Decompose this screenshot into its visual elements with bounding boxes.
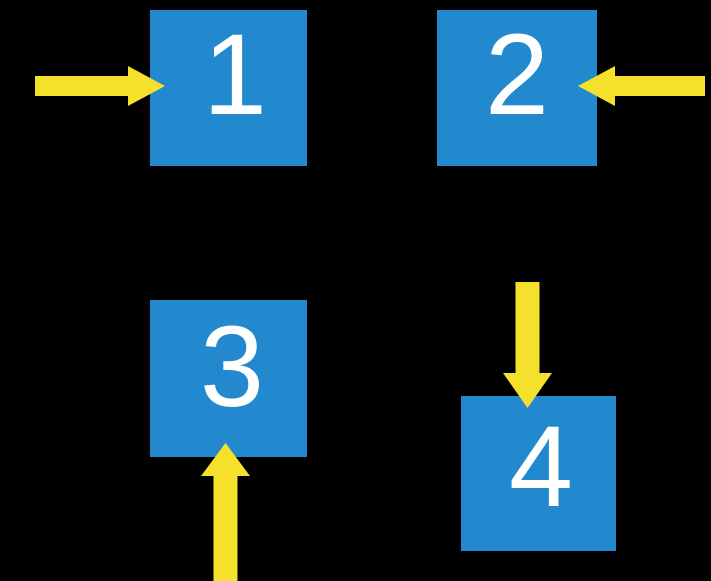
diagram-node-4-label: 4 (509, 403, 573, 531)
diagram-node-4[interactable]: 4 (461, 396, 616, 551)
diagram-node-1[interactable]: 1 (150, 10, 307, 166)
diagram-node-2[interactable]: 2 (437, 10, 597, 166)
arrow-left-icon (578, 66, 705, 106)
arrow-down-into-node-4 (503, 282, 552, 408)
diagram-node-1-label: 1 (203, 11, 267, 139)
arrow-right-into-node-1 (35, 66, 165, 106)
diagram-node-3-label: 3 (200, 303, 264, 431)
diagram-node-2-label: 2 (485, 11, 549, 139)
arrow-up-into-node-3 (201, 443, 250, 581)
arrow-right-icon (35, 66, 165, 106)
arrow-up-icon (201, 443, 250, 581)
diagram-node-3[interactable]: 3 (150, 300, 307, 457)
arrow-down-icon (503, 282, 552, 408)
arrow-left-into-node-2 (578, 66, 705, 106)
